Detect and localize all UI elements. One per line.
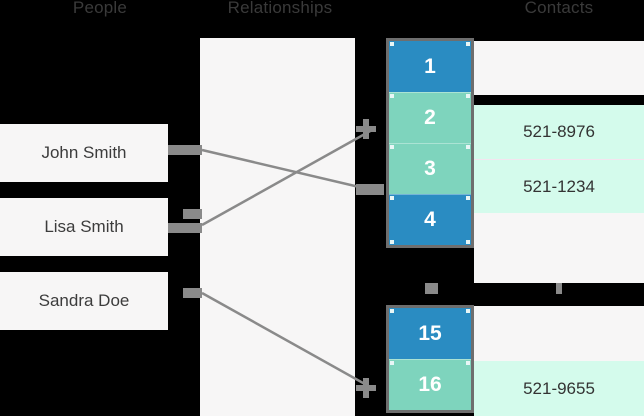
column-header-middle: Relationships [227, 0, 333, 17]
block-3[interactable]: 3 [389, 143, 471, 194]
contact-value: 521-8976 [523, 122, 595, 141]
block-label: 3 [424, 157, 436, 180]
corner-handle-icon [466, 94, 470, 98]
group-bottom-marker [425, 283, 438, 294]
link-endpoint-plus-icon [356, 378, 376, 398]
corner-handle-icon [466, 309, 470, 313]
person-name: John Smith [41, 143, 127, 162]
column-header-left: People [72, 0, 128, 17]
person-card[interactable]: Sandra Doe [0, 272, 168, 330]
relationships-panel [200, 38, 355, 416]
corner-handle-icon [390, 42, 394, 46]
contact-row[interactable] [474, 306, 644, 361]
contact-row[interactable]: 521-1234 [474, 159, 644, 213]
card-connector-nub [168, 145, 202, 155]
corner-handle-icon [390, 196, 394, 200]
right-panel-marker [556, 283, 562, 294]
corner-handle-icon [390, 94, 394, 98]
block-group-bottom[interactable]: 15 16 [386, 305, 474, 413]
contact-row[interactable] [474, 213, 644, 283]
card-connector-nub [168, 223, 202, 233]
corner-handle-icon [390, 309, 394, 313]
block-4[interactable]: 4 [389, 194, 471, 245]
person-card[interactable]: Lisa Smith [0, 198, 168, 256]
contact-row[interactable] [474, 41, 644, 95]
person-name: Lisa Smith [44, 217, 124, 236]
block-label: 4 [424, 208, 436, 231]
block-16[interactable]: 16 [389, 359, 471, 410]
block-2[interactable]: 2 [389, 92, 471, 143]
card-connector-nub [183, 209, 202, 219]
corner-handle-icon [390, 361, 394, 365]
contact-row[interactable]: 521-9655 [474, 361, 644, 416]
contact-value: 521-1234 [523, 176, 595, 196]
person-card[interactable]: John Smith [0, 124, 168, 182]
corner-handle-icon [390, 240, 394, 244]
block-1[interactable]: 1 [389, 41, 471, 92]
corner-handle-icon [466, 145, 470, 149]
block-label: 1 [424, 54, 436, 78]
person-name: Sandra Doe [38, 291, 130, 310]
column-header-right: Contacts [524, 0, 594, 17]
contact-value: 521-9655 [523, 378, 595, 398]
block-label: 15 [418, 321, 442, 345]
corner-handle-icon [390, 145, 394, 149]
link-endpoint-stub [356, 184, 384, 195]
corner-handle-icon [466, 196, 470, 200]
block-label: 2 [424, 106, 436, 129]
contact-row[interactable]: 521-8976 [474, 105, 644, 159]
block-label: 16 [418, 373, 442, 396]
corner-handle-icon [466, 361, 470, 365]
card-connector-nub [183, 288, 202, 298]
block-group-top[interactable]: 1 2 3 4 [386, 38, 474, 248]
link-endpoint-plus-icon [356, 119, 376, 139]
corner-handle-icon [466, 42, 470, 46]
block-15[interactable]: 15 [389, 308, 471, 359]
corner-handle-icon [466, 240, 470, 244]
